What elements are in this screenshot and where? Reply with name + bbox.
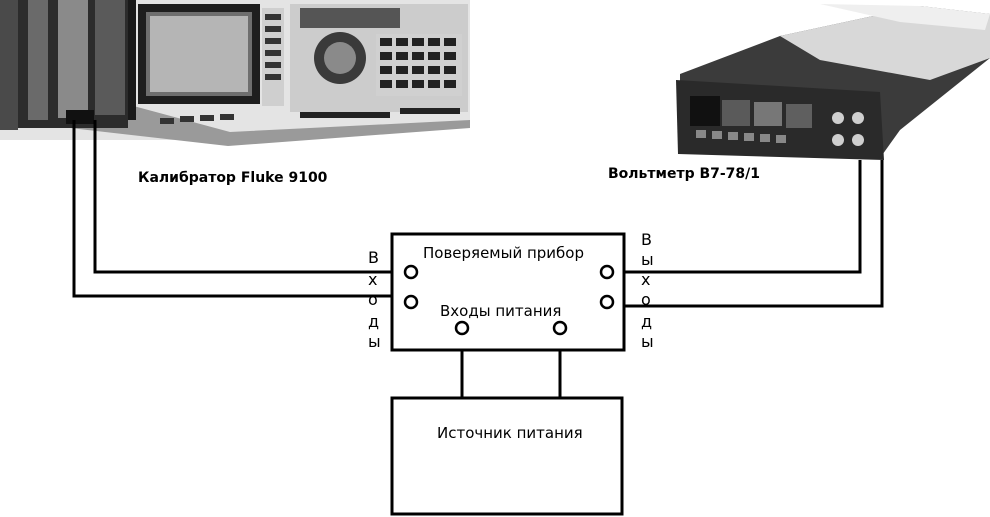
wire-calibrator-upper — [93, 120, 405, 274]
power-supply-box — [390, 396, 624, 516]
outputs-letter: ы — [641, 250, 654, 269]
outputs-letter: х — [641, 270, 651, 289]
calibrator-image — [0, 0, 470, 146]
output-terminal-lower — [599, 294, 615, 310]
device-under-test-title: Поверяемый прибор — [423, 244, 585, 262]
inputs-letter: д — [368, 312, 380, 331]
power-terminal-left — [454, 320, 470, 336]
outputs-letter: В — [641, 230, 652, 249]
voltmeter-image — [676, 4, 990, 160]
voltmeter-label: Вольтметр В7-78/1 — [608, 166, 761, 182]
inputs-letter: В — [368, 248, 379, 267]
wire-voltmeter-lower — [615, 160, 884, 308]
output-terminal-upper — [599, 264, 615, 280]
inputs-letter: о — [368, 290, 378, 309]
input-terminal-lower — [403, 294, 419, 310]
power-supply-label: Источник питания — [437, 424, 583, 442]
power-terminal-right — [552, 320, 568, 336]
power-inputs-label: Входы питания — [440, 302, 562, 320]
outputs-letter: о — [641, 290, 651, 309]
wire-voltmeter-upper — [615, 160, 862, 274]
calibrator-label: Калибратор Fluke 9100 — [138, 170, 328, 186]
inputs-letter: х — [368, 270, 378, 289]
device-under-test-box — [390, 232, 626, 352]
outputs-letter: д — [641, 312, 653, 331]
input-terminal-upper — [403, 264, 419, 280]
wire-calibrator-lower — [72, 120, 405, 298]
inputs-letter: ы — [368, 332, 381, 351]
outputs-letter: ы — [641, 332, 654, 351]
